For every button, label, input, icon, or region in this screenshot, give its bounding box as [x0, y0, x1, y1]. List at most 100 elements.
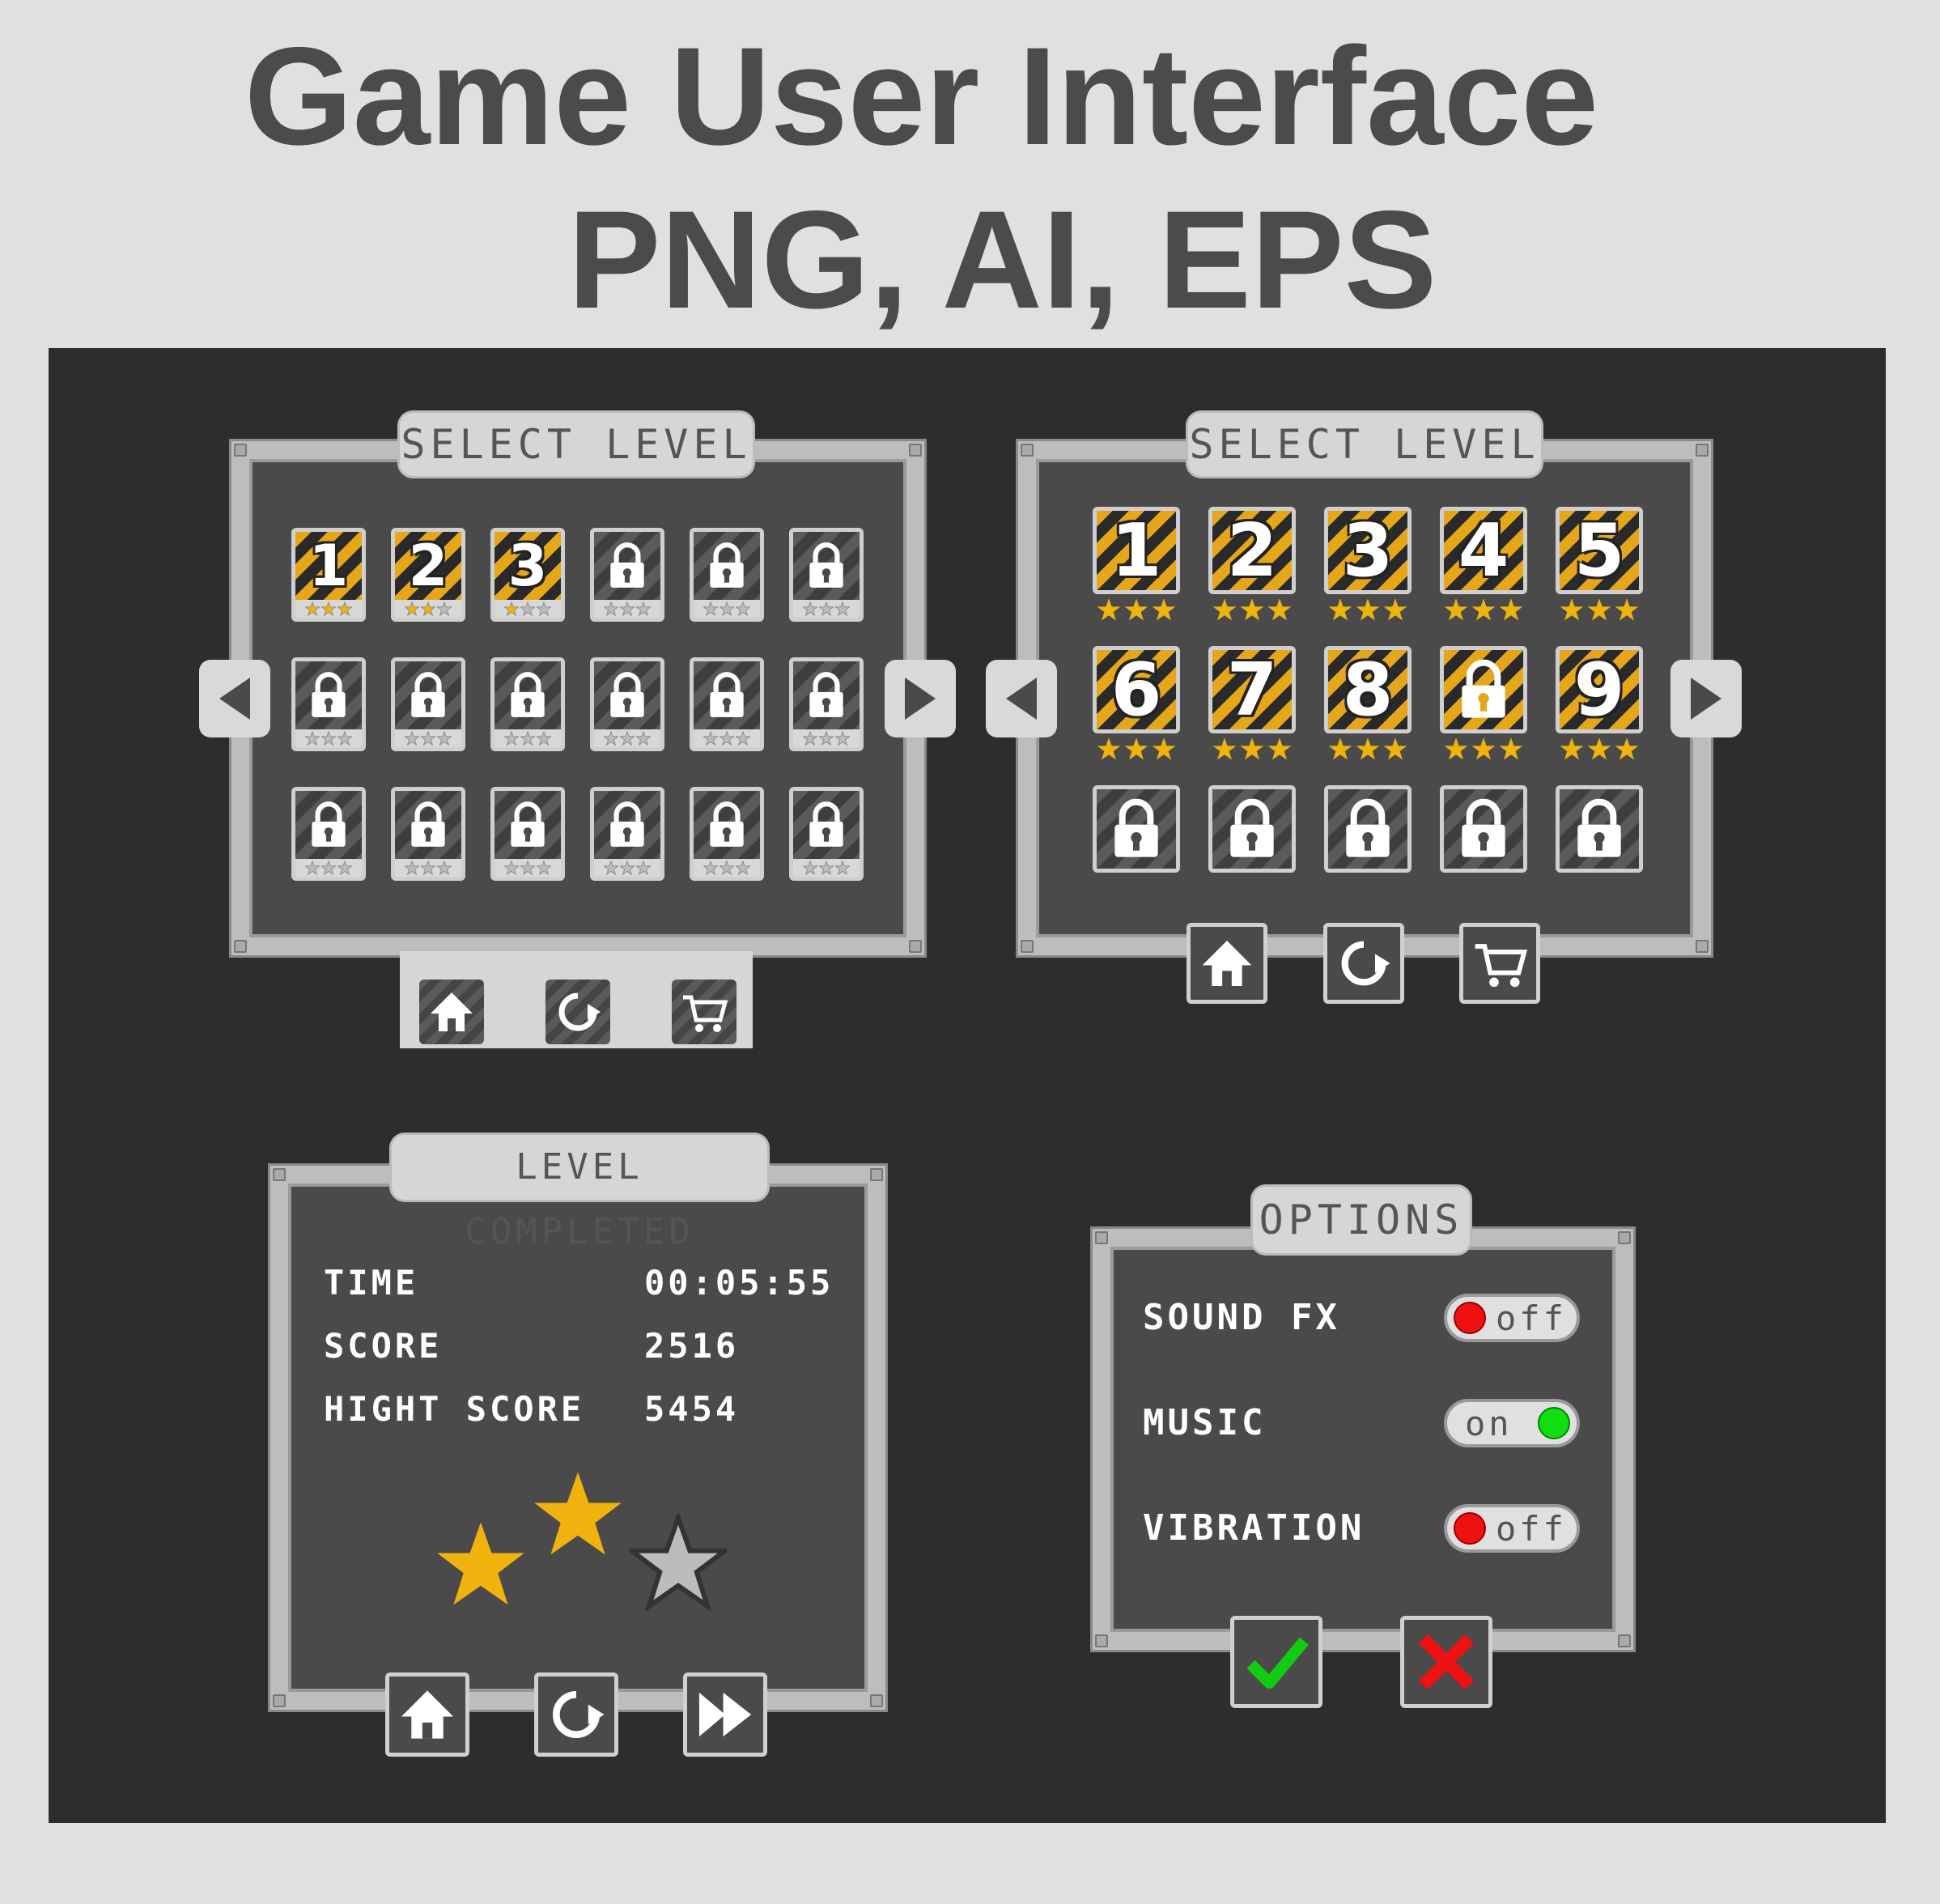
sound-fx-toggle[interactable]: off [1444, 1294, 1580, 1342]
level-tile-unlocked[interactable]: 7 [1208, 646, 1296, 733]
level-tile-unlocked[interactable]: 1 [1093, 507, 1180, 594]
restart-button-c[interactable] [534, 1672, 618, 1757]
next-page-button-a[interactable] [885, 660, 956, 737]
star-icon [803, 601, 817, 616]
level-tile-locked[interactable] [1324, 785, 1411, 873]
star-icon [1499, 598, 1523, 621]
star-icon [421, 601, 435, 616]
shop-button-a[interactable] [672, 980, 737, 1044]
level-tile-locked[interactable] [391, 787, 465, 881]
level-number: 3 [507, 533, 548, 599]
level-tile-locked[interactable] [789, 528, 864, 622]
tile-star-bar [793, 859, 860, 877]
star-icon [819, 861, 834, 875]
star-icon [1124, 598, 1148, 621]
home-button-a[interactable] [419, 980, 484, 1044]
level-tile-unlocked[interactable]: 4 [1440, 507, 1527, 594]
level-tile-unlocked[interactable]: 2 [1208, 507, 1296, 594]
level-number: 8 [1342, 647, 1394, 733]
level-tile-unlocked[interactable]: 5 [1556, 507, 1643, 594]
level-tile-locked[interactable] [590, 528, 664, 622]
music-toggle[interactable]: on [1444, 1399, 1580, 1447]
next-level-button[interactable] [683, 1672, 767, 1757]
cart-icon [683, 995, 728, 1032]
level-tile-unlocked[interactable]: 8 [1324, 646, 1411, 733]
tile-star-bar [594, 729, 660, 747]
confirm-button[interactable] [1230, 1616, 1322, 1708]
lock-icon [809, 542, 843, 588]
level-tile-unlocked[interactable]: 9 [1556, 646, 1643, 733]
home-button-c[interactable] [385, 1672, 469, 1757]
star-icon [1152, 598, 1176, 621]
level-tile-locked[interactable] [291, 657, 366, 751]
level-tile-locked[interactable] [590, 657, 664, 751]
level-tile-unlocked[interactable]: 3 [490, 528, 565, 622]
vibration-label: VIBRATION [1143, 1507, 1365, 1549]
level-tile-locked[interactable] [789, 657, 864, 751]
level-tile-locked[interactable] [690, 657, 764, 751]
frame-rivet [1618, 1634, 1631, 1647]
level-tile-unlocked[interactable]: 2 [391, 528, 465, 622]
arrow-right-icon [905, 678, 936, 720]
level-tile-locked[interactable] [590, 787, 664, 881]
tile-background [1560, 650, 1639, 729]
star-icon [520, 861, 535, 875]
level-tile-locked[interactable] [1093, 785, 1180, 873]
level-tile-locked[interactable] [490, 657, 565, 751]
home-icon [431, 992, 473, 1031]
arrow-right-icon [1691, 678, 1721, 720]
frame-rivet [909, 940, 922, 953]
star-icon [504, 601, 519, 616]
lock-icon [411, 801, 445, 847]
level-tile-locked[interactable] [1208, 785, 1296, 873]
level-tile-unlocked[interactable]: 1 [291, 528, 366, 622]
star-icon [620, 601, 635, 616]
level-tile-locked[interactable] [690, 787, 764, 881]
star-icon [819, 731, 834, 746]
lock-wrapper [1328, 789, 1407, 869]
star-icon [1097, 737, 1121, 760]
restart-button-a[interactable] [545, 980, 610, 1044]
tile-stars [1440, 737, 1527, 761]
star-icon [803, 861, 817, 875]
earned-star-icon [437, 1522, 524, 1605]
shop-button-b[interactable] [1459, 923, 1540, 1004]
star-icon [321, 731, 336, 746]
fast-forward-icon [698, 1692, 752, 1737]
tile-star-bar [694, 729, 760, 747]
check-icon [1246, 1637, 1309, 1689]
frame-rivet [273, 1694, 286, 1707]
next-page-button-b[interactable] [1670, 660, 1742, 737]
home-button-b[interactable] [1186, 923, 1267, 1004]
lock-icon [1230, 798, 1274, 857]
level-tile-locked[interactable] [789, 787, 864, 881]
cancel-button[interactable] [1400, 1616, 1492, 1708]
level-tile-locked-gold[interactable] [1440, 646, 1527, 733]
star-icon [337, 731, 352, 746]
level-tile-locked[interactable] [391, 657, 465, 751]
level-tile-locked[interactable] [1440, 785, 1527, 873]
level-tile-locked[interactable] [291, 787, 366, 881]
star-icon [736, 861, 750, 875]
level-tile-unlocked[interactable]: 6 [1093, 646, 1180, 733]
prev-page-button-b[interactable] [986, 660, 1057, 737]
vibration-toggle[interactable]: off [1444, 1504, 1580, 1553]
lock-icon [1577, 798, 1621, 857]
star-icon [337, 601, 352, 616]
level-tile-locked[interactable] [1556, 785, 1643, 873]
cart-icon [1475, 944, 1528, 988]
restart-button-b[interactable] [1323, 923, 1404, 1004]
tile-stars [1208, 737, 1296, 761]
prev-page-button-a[interactable] [199, 660, 270, 737]
star-icon [703, 731, 718, 746]
level-tile-locked[interactable] [490, 787, 565, 881]
tile-background [1328, 511, 1407, 590]
star-icon [305, 731, 320, 746]
tile-background [395, 532, 461, 600]
level-tile-unlocked[interactable]: 3 [1324, 507, 1411, 594]
star-icon [1471, 737, 1496, 760]
star-icon [604, 861, 618, 875]
empty-star-icon [630, 1514, 727, 1611]
level-tile-locked[interactable] [690, 528, 764, 622]
star-icon [421, 861, 435, 875]
